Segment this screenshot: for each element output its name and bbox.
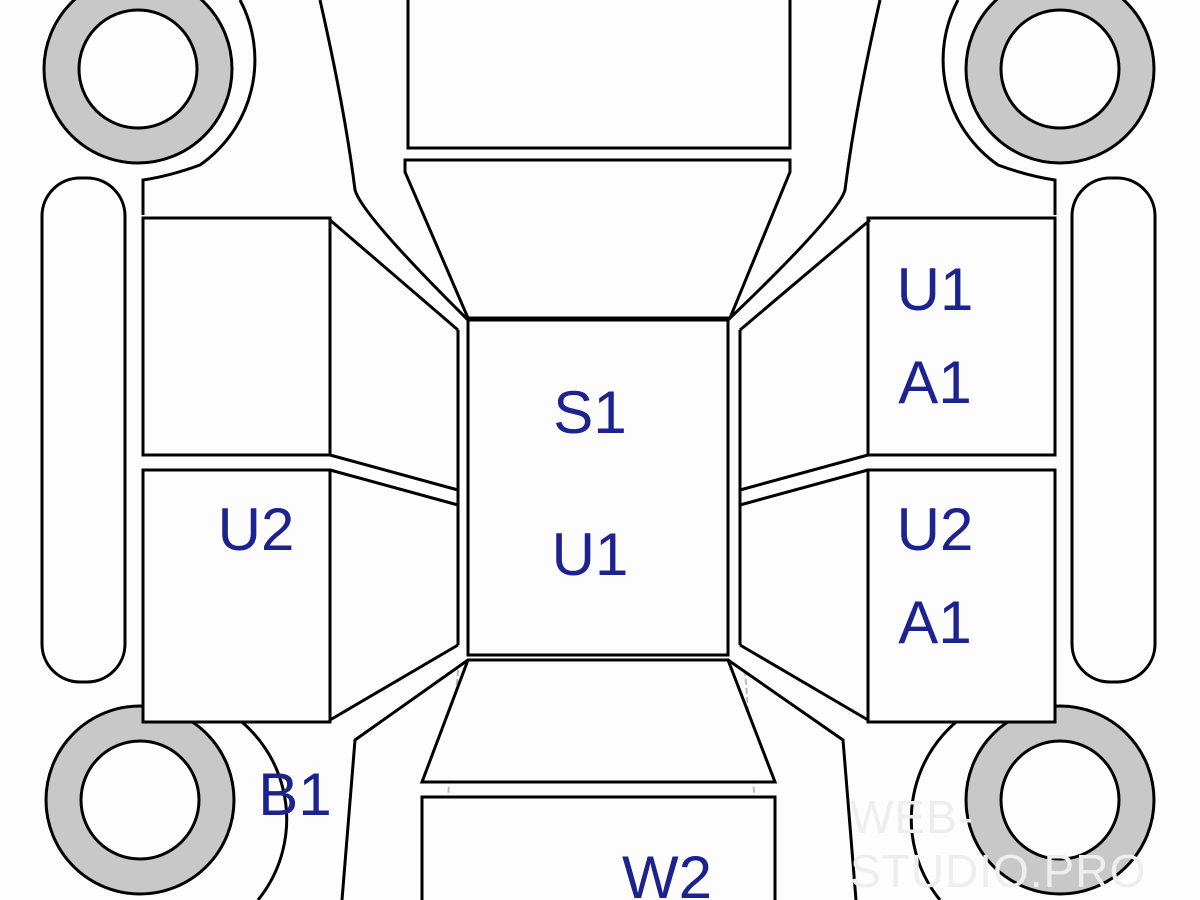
right-front-door-damage-code-2: A1 bbox=[898, 349, 972, 416]
right-pillar-line-a bbox=[739, 453, 869, 492]
roof bbox=[466, 318, 730, 657]
right-window-line-rear bbox=[739, 643, 869, 722]
front-left-fender bbox=[141, 0, 257, 215]
right-front-door bbox=[866, 216, 1057, 457]
watermark: WEB-STUDIO.PRO bbox=[850, 791, 1147, 897]
left-rear-fender-damage-code: B1 bbox=[258, 761, 332, 828]
left-window-line-rear bbox=[329, 643, 459, 722]
right-a-pillar-line bbox=[726, 0, 882, 322]
roof-damage-code-1: S1 bbox=[553, 379, 627, 446]
front-right-fender bbox=[941, 0, 1057, 215]
left-pillar-line-b bbox=[329, 468, 459, 507]
rear-left-pillar bbox=[340, 658, 469, 900]
trunk bbox=[420, 795, 777, 900]
left-pillar-line-a bbox=[329, 453, 459, 492]
left-front-door bbox=[141, 216, 332, 457]
rear-right-pillar bbox=[727, 658, 858, 900]
right-front-door-damage-code-1: U1 bbox=[896, 256, 974, 323]
right-window-line-front bbox=[739, 218, 871, 332]
trunk-damage-code: W2 bbox=[622, 844, 712, 900]
right-pillar-line-b bbox=[739, 468, 869, 507]
right-rear-door bbox=[866, 468, 1057, 724]
left-sill bbox=[40, 176, 127, 684]
wheel-front-right bbox=[964, 0, 1156, 165]
windshield bbox=[403, 158, 792, 320]
right-rear-door-damage-code-2: A1 bbox=[898, 589, 972, 656]
roof-damage-code-2: U1 bbox=[551, 521, 629, 588]
left-rear-door-damage-code: U2 bbox=[217, 496, 295, 563]
left-rear-door bbox=[141, 468, 332, 724]
rear-window bbox=[419, 658, 778, 784]
left-window-line-front bbox=[329, 218, 459, 332]
wheel-front-left bbox=[42, 0, 234, 165]
right-rear-door-damage-code-1: U2 bbox=[896, 496, 974, 563]
left-a-pillar-line bbox=[318, 0, 470, 322]
wheel-rear-left bbox=[44, 704, 236, 896]
hood bbox=[406, 0, 792, 150]
right-sill bbox=[1070, 176, 1157, 684]
wheel-rear-right bbox=[964, 704, 1156, 896]
